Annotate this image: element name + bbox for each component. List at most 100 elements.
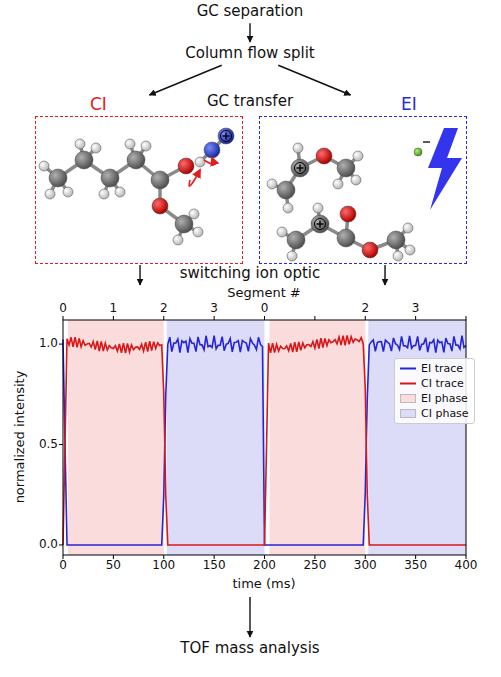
atom <box>125 139 135 149</box>
atom <box>141 141 151 151</box>
legend-text: EI phase <box>421 392 468 405</box>
node-text: CI <box>90 95 107 115</box>
tick-label: 1 <box>110 302 118 316</box>
flow-arrow <box>384 265 385 285</box>
node-text: time (ms) <box>232 577 295 592</box>
step-label: TOF mass analysis <box>180 640 319 657</box>
atom <box>311 215 329 233</box>
molecule-illustration <box>39 128 462 261</box>
atom <box>91 143 101 153</box>
atom <box>75 151 93 169</box>
atom <box>204 142 220 158</box>
atom <box>127 151 145 169</box>
step-label: Column flow split <box>185 45 314 62</box>
tick-label: 0.5 <box>39 438 58 452</box>
charge-symbol <box>221 131 232 142</box>
atom <box>115 187 125 197</box>
legend-swatch <box>400 409 416 418</box>
atom <box>63 187 73 197</box>
tick-label: 150 <box>203 559 226 573</box>
atom <box>195 157 205 167</box>
tick-label: 250 <box>303 559 326 573</box>
atom <box>277 227 287 237</box>
node-text: EI <box>401 95 417 115</box>
tick-label: 100 <box>152 559 175 573</box>
legend-text: EI trace <box>421 362 463 375</box>
legend-swatch <box>400 394 416 403</box>
legend-entry: CI phase <box>400 406 469 421</box>
chart-legend: EI trace CI trace EI phase CI phase <box>394 358 475 424</box>
tick-label: 2 <box>160 302 168 316</box>
chart-panel: Segment # normalized intensity time (ms) <box>6 286 478 596</box>
atom <box>173 235 183 245</box>
axis-ticks <box>59 316 466 559</box>
tick-label: 0 <box>59 559 67 573</box>
process-step: TOF mass analysis <box>174 638 325 659</box>
legend-entry: EI trace <box>400 361 469 376</box>
atom <box>189 209 199 219</box>
legend-entry: EI phase <box>400 391 469 406</box>
atom <box>351 175 361 185</box>
tick-label: 50 <box>106 559 121 573</box>
atom <box>283 203 293 213</box>
atom <box>337 159 355 177</box>
flow-arrow <box>249 23 250 42</box>
legend-text: CI trace <box>421 377 464 390</box>
phase-band <box>167 320 265 555</box>
atom <box>393 251 403 261</box>
stage-label: GC transfer <box>207 93 293 110</box>
atom <box>45 189 55 199</box>
atom <box>316 148 332 164</box>
atom <box>333 179 343 189</box>
tick-label: 1.0 <box>39 337 58 351</box>
phase-band <box>270 320 366 555</box>
legend-line <box>400 364 416 373</box>
plot-frame <box>63 320 466 555</box>
atom <box>405 245 415 255</box>
chart-plot <box>59 316 466 559</box>
atom <box>99 189 109 199</box>
stage-label: switching ion optic <box>180 265 320 282</box>
atom <box>340 206 356 222</box>
atom <box>414 148 422 156</box>
flow-arrow <box>249 597 250 637</box>
process-step: GC separation <box>191 1 310 22</box>
electron-arrow <box>204 158 213 164</box>
tick-label: 400 <box>455 559 478 573</box>
charge-symbol <box>423 141 430 142</box>
atom <box>337 229 355 247</box>
atom <box>39 161 49 171</box>
phase-band <box>68 320 164 555</box>
atom <box>287 231 305 249</box>
flow-arrow <box>278 65 350 95</box>
step-label: GC separation <box>197 3 304 20</box>
atom <box>151 171 169 189</box>
flow-arrow <box>139 265 140 285</box>
atom <box>75 139 85 149</box>
atom <box>387 231 405 249</box>
phase-band <box>368 320 466 555</box>
atom <box>193 227 203 237</box>
atom <box>362 242 378 258</box>
node-text: normalized intensity <box>13 371 28 504</box>
atom <box>293 143 303 153</box>
process-step: Column flow split <box>179 43 320 64</box>
tick-label: 0 <box>261 302 269 316</box>
atom <box>101 169 119 187</box>
electron-arrow <box>189 170 200 186</box>
legend-entry: CI trace <box>400 376 469 391</box>
atom <box>403 223 413 233</box>
atom <box>152 198 168 214</box>
charge-symbol <box>315 219 326 230</box>
atom <box>291 159 309 177</box>
charge-symbol <box>295 163 306 174</box>
atom <box>178 158 194 174</box>
legend-text: CI phase <box>421 407 469 420</box>
ionization-box: EI <box>259 96 467 264</box>
atom <box>353 151 363 161</box>
atom <box>277 181 295 199</box>
node-text: Segment # <box>227 286 301 301</box>
tick-label: 2 <box>361 302 369 316</box>
tick-label: 0 <box>59 302 67 316</box>
tick-label: 200 <box>253 559 276 573</box>
